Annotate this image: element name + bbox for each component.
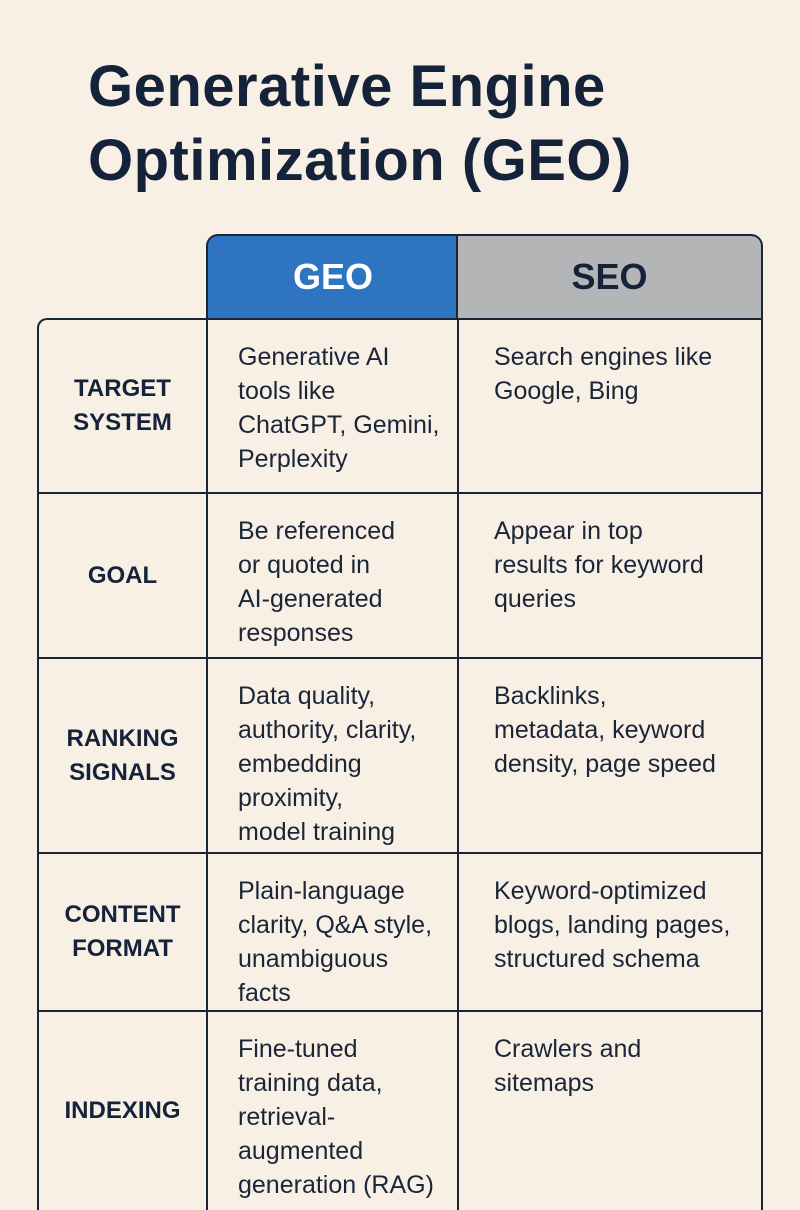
seo-cell: Keyword-optimized blogs, landing pages, … xyxy=(494,877,731,973)
comparison-table: TARGET SYSTEM Generative AI tools like C… xyxy=(37,318,763,1210)
table-row-goal: GOAL Be referenced or quoted in AI-gener… xyxy=(39,492,761,657)
table-row-target-system: TARGET SYSTEM Generative AI tools like C… xyxy=(39,320,761,492)
row-label: TARGET SYSTEM xyxy=(39,320,208,492)
geo-cell: Data quality, authority, clarity, embedd… xyxy=(208,659,459,852)
column-header-seo: SEO xyxy=(456,234,763,318)
seo-cell: Backlinks, metadata, keyword density, pa… xyxy=(494,682,716,778)
table-row-ranking-signals: RANKING SIGNALS Data quality, authority,… xyxy=(39,657,761,852)
table-row-content-format: CONTENT FORMAT Plain-language clarity, Q… xyxy=(39,852,761,1010)
geo-cell: Plain-language clarity, Q&A style, unamb… xyxy=(208,854,459,1010)
seo-cell: Appear in top results for keyword querie… xyxy=(494,517,704,613)
geo-cell: Generative AI tools like ChatGPT, Gemini… xyxy=(208,320,459,492)
row-label: CONTENT FORMAT xyxy=(39,854,208,1010)
geo-cell: Fine-tuned training data, retrieval- aug… xyxy=(208,1012,459,1210)
row-label: GOAL xyxy=(39,494,208,657)
seo-cell: Search engines like Google, Bing xyxy=(494,343,713,405)
page-title: Generative Engine Optimization (GEO) xyxy=(88,54,632,193)
column-header-geo: GEO xyxy=(206,234,458,318)
geo-cell: Be referenced or quoted in AI-generated … xyxy=(208,494,459,657)
seo-cell: Crawlers and sitemaps xyxy=(494,1035,642,1097)
row-label: INDEXING xyxy=(39,1012,208,1210)
row-label: RANKING SIGNALS xyxy=(39,659,208,852)
table-row-indexing: INDEXING Fine-tuned training data, retri… xyxy=(39,1010,761,1210)
